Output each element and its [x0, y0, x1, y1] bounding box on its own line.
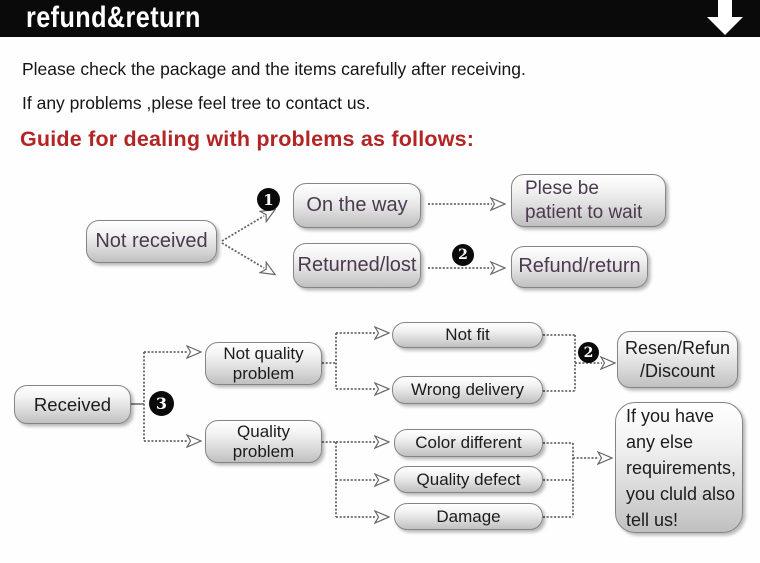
node-not-quality-problem: Not quality problem — [205, 342, 322, 385]
node-label: problem — [232, 363, 295, 383]
node-color-different: Color different — [394, 429, 543, 457]
node-quality-defect: Quality defect — [394, 466, 543, 493]
page-title: refund&return — [26, 1, 201, 34]
guide-heading: Guide for dealing with problems as follo… — [20, 127, 475, 151]
node-not-received: Not received — [86, 220, 217, 263]
node-quality-problem: Quality problem — [205, 420, 322, 463]
flow1-connectors — [221, 204, 492, 268]
node-patient-to-wait: Plese be patient to wait — [511, 174, 666, 227]
down-arrow-icon — [707, 0, 743, 35]
node-label: you cluld also — [626, 483, 736, 504]
step-badge-3: 3 — [149, 391, 174, 416]
step-badge-1: 1 — [257, 188, 280, 211]
step-badge-2b: 2 — [578, 342, 599, 363]
node-returned-lost: Returned/lost — [293, 243, 421, 288]
node-label: Resen/Refun — [624, 337, 731, 358]
intro-line-1: Please check the package and the items c… — [22, 59, 526, 79]
node-label: If you have — [626, 405, 715, 426]
node-damage: Damage — [394, 503, 543, 530]
node-label: any else — [626, 431, 694, 452]
flow2-connectors — [131, 333, 602, 517]
node-received: Received — [14, 385, 131, 424]
node-label: /Discount — [639, 360, 716, 381]
node-refund-return: Refund/return — [511, 246, 648, 288]
arrow-to-returned-lost — [221, 242, 264, 268]
step-badge-2: 2 — [452, 244, 474, 266]
node-label: patient to wait — [525, 201, 643, 223]
node-label: Quality — [237, 421, 290, 441]
node-label: Plese be — [525, 177, 599, 199]
node-more-requirements: If you have any else requirements, you c… — [615, 402, 743, 533]
node-label: requirements, — [626, 457, 737, 478]
node-wrong-delivery: Wrong delivery — [392, 376, 543, 404]
node-label: tell us! — [626, 509, 679, 530]
node-resen-refun-discount: Resen/Refun /Discount — [617, 331, 738, 388]
node-on-the-way: On the way — [293, 183, 421, 228]
node-label: Not quality — [223, 343, 304, 363]
node-label: problem — [232, 441, 295, 461]
node-not-fit: Not fit — [392, 322, 543, 348]
arrow-to-on-the-way — [221, 216, 264, 242]
header-bar: refund&return — [0, 0, 760, 37]
intro-line-2: If any problems ,plese feel tree to cont… — [22, 93, 371, 113]
